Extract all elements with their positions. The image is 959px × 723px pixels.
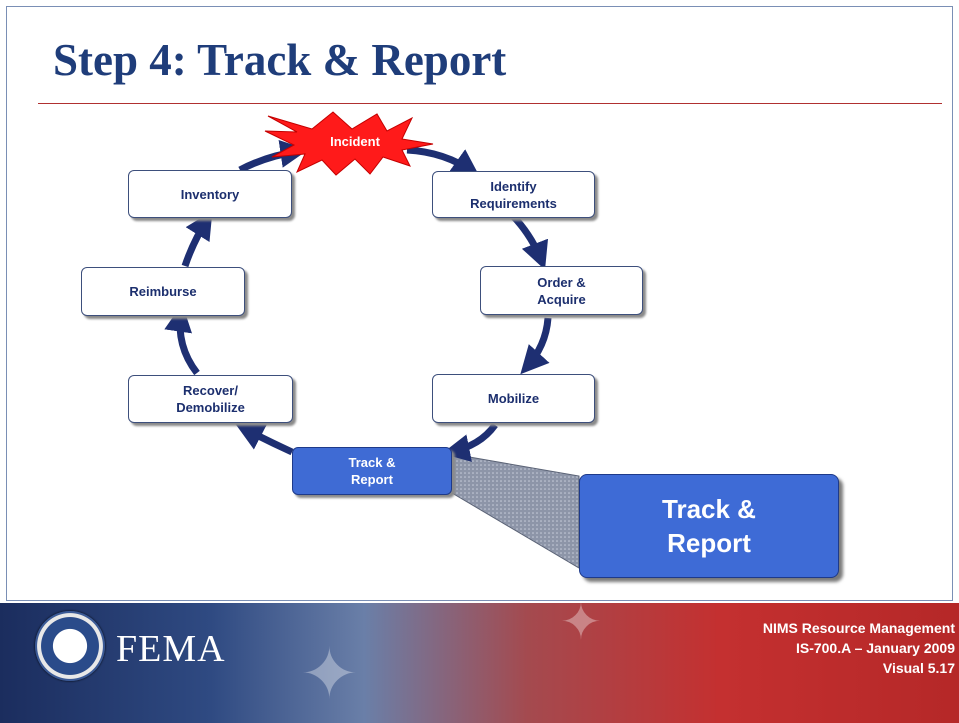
fema-logo: FEMA [116,628,226,670]
dhs-seal-icon [35,611,105,681]
star-decoration-icon: ✦ [560,603,602,650]
callout-connector [451,453,580,569]
arrow-incident-to-identify [406,146,480,177]
step-reimburse: Reimburse [81,267,245,316]
footer-banner: ✦ ✦ FEMA NIMS Resource Management IS-700… [0,603,959,723]
arrow-mobilize-to-track [441,422,498,462]
slide-title: Step 4: Track & Report [53,35,507,85]
resource-cycle-diagram [164,111,580,569]
star-decoration-icon: ✦ [300,635,359,713]
arrow-reimburse-to-inventory [181,210,213,268]
arrow-track-to-recover [235,424,294,456]
course-code-date: IS-700.A – January 2009 [795,640,955,656]
incident-label: Incident [330,134,380,149]
track-report-callout: Track & Report [579,474,839,578]
step-track-report: Track & Report [292,447,452,495]
arrow-identify-to-order [510,213,549,270]
visual-number: Visual 5.17 [882,660,955,676]
incident-starburst [264,111,434,176]
arrow-order-to-mobilize [520,317,552,375]
slide-frame [6,6,953,601]
title-divider [38,103,942,104]
step-identify-requirements: Identify Requirements [432,171,595,218]
step-recover-demobilize: Recover/ Demobilize [128,375,293,423]
course-name: NIMS Resource Management [762,620,955,636]
step-mobilize: Mobilize [432,374,595,423]
arrow-recover-to-reimburse [164,303,200,376]
step-order-acquire: Order & Acquire [480,266,643,315]
step-inventory: Inventory [128,170,292,218]
